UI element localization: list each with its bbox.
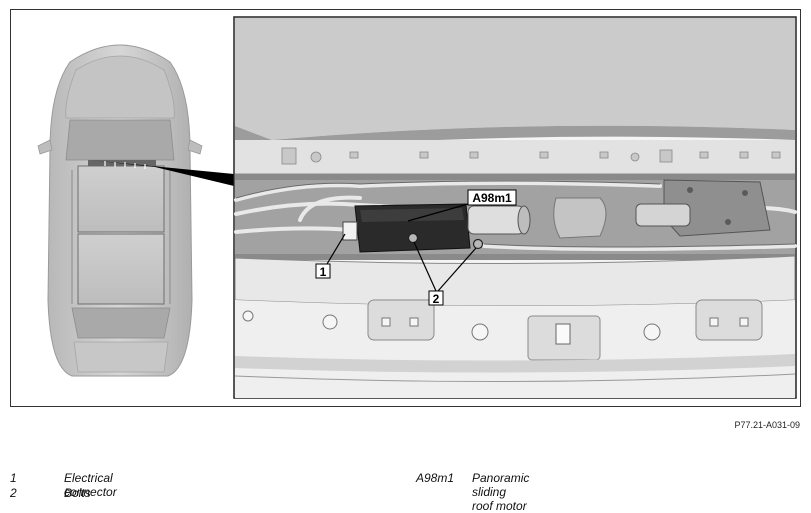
legend-key-3: A98m1: [416, 471, 455, 485]
callout-2-label: 2: [433, 292, 440, 306]
legend-text-2: Bolts: [64, 486, 91, 500]
bolt-2: [472, 238, 484, 250]
bolt-1: [407, 232, 419, 244]
mirror-right: [187, 139, 203, 155]
motor-location-marker: [88, 160, 156, 166]
legend-text-1: Electrical connector: [64, 471, 117, 499]
motor-cylinder: [467, 205, 525, 235]
roof-glass-panel: [235, 18, 795, 140]
roof-glass-front: [77, 165, 165, 233]
roof-glass-rear: [77, 233, 165, 305]
callout-1-label: 1: [320, 265, 327, 279]
legend-key-2: 2: [10, 486, 17, 500]
car-top-view: [37, 44, 203, 377]
car-hood: [65, 55, 175, 119]
legend-text-3: Panoramic sliding roof motor: [472, 471, 530, 513]
mirror-left: [37, 139, 53, 155]
legend-key-1: 1: [10, 471, 17, 485]
callout-A98m1: A98m1: [407, 189, 517, 222]
trunk: [73, 341, 169, 373]
figure-reference: P77.21-A031-09: [734, 420, 800, 430]
callout-2: 2: [413, 241, 477, 306]
electrical-connector-part: [342, 221, 358, 241]
rear-window: [71, 307, 171, 339]
callout-A98m1-label: A98m1: [472, 191, 512, 205]
zoom-wedge: [90, 160, 234, 186]
callout-1: 1: [315, 233, 346, 279]
detail-view: [233, 16, 797, 399]
windshield: [65, 119, 175, 161]
